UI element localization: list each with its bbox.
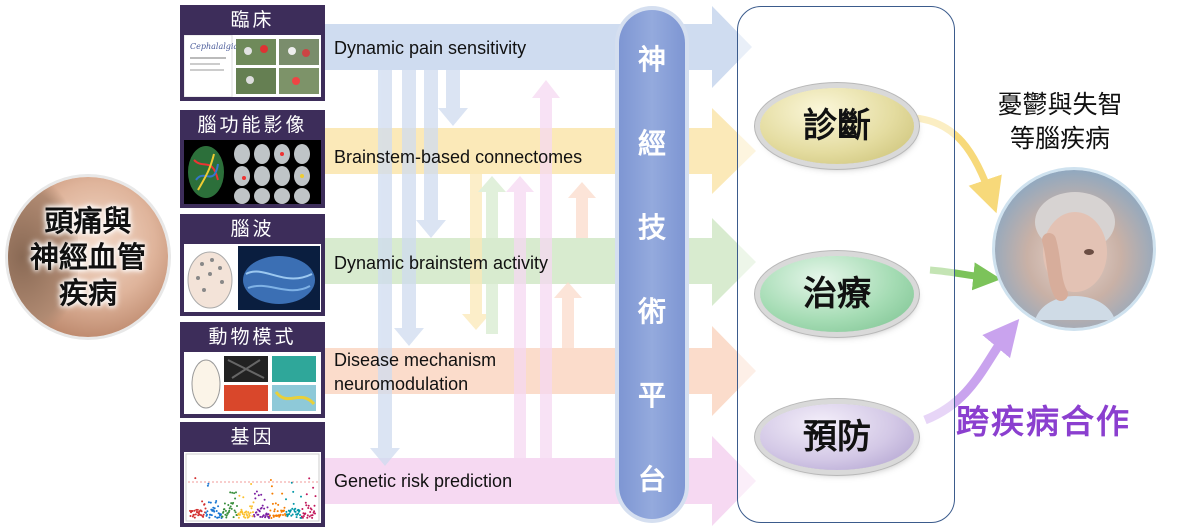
hair-shape [8, 177, 78, 337]
clinical-image: Cephalalgia [184, 35, 321, 97]
panel-title-clinical: 臨床 [230, 9, 275, 31]
imaging-image [184, 140, 321, 204]
panel-title-imaging: 腦功能影像 [197, 114, 308, 136]
brain-scans [188, 144, 310, 204]
related-title-line-1: 憂鬱與失智 [997, 90, 1123, 119]
panel-title-eeg: 腦波 [230, 218, 275, 240]
platform-char-4: 術 [637, 295, 666, 328]
headache-photo: 頭痛與 神經血管 疾病 [8, 177, 168, 337]
elder-figure [1035, 192, 1115, 320]
panel-brain-imaging: 腦功能影像 [180, 110, 325, 208]
row-label-pain: Dynamic pain sensitivity [334, 38, 527, 58]
row-label-mechanism-line-1: Disease mechanism [334, 350, 497, 370]
neuro-tech-platform [619, 10, 685, 519]
topic-line-2: 神經血管 [29, 240, 146, 274]
genetics-image [184, 452, 321, 523]
panel-eeg: 腦波 [180, 214, 325, 316]
platform-char-3: 技 [637, 211, 666, 244]
animal-image [184, 352, 321, 414]
clinical-figure: Cephalalgia [184, 35, 319, 97]
prevention-pill: 預防 [760, 404, 914, 470]
elderly-woman-photo [995, 170, 1153, 328]
manhattan-plot [185, 453, 320, 522]
panel-genetics: 基因 [180, 422, 325, 527]
platform-char-5: 平 [637, 379, 666, 412]
topic-line-3: 疾病 [58, 276, 117, 310]
treatment-pill: 治療 [760, 256, 914, 332]
journal-name: Cephalalgia [190, 42, 238, 51]
diagnosis-pill: 診斷 [760, 88, 914, 164]
row-label-genetic: Genetic risk prediction [334, 471, 513, 491]
panel-title-animal: 動物模式 [208, 326, 297, 348]
cross-links [370, 70, 596, 466]
related-title-line-2: 等腦疾病 [1009, 124, 1110, 153]
eeg-figure [187, 246, 320, 310]
cross-disease-collaboration: 跨疾病合作 [956, 402, 1131, 441]
row-label-connectomes: Brainstem-based connectomes [334, 147, 583, 167]
platform-char-6: 台 [637, 463, 666, 496]
headache-topic-text: 頭痛與 神經血管 疾病 [8, 203, 168, 311]
topic-line-1: 頭痛與 [44, 204, 132, 238]
row-label-brainstem-activity: Dynamic brainstem activity [334, 253, 549, 273]
row-label-mechanism-line-2: neuromodulation [334, 374, 469, 394]
panel-animal-model: 動物模式 [180, 322, 325, 418]
related-diseases-title: 憂鬱與失智 等腦疾病 [975, 88, 1145, 156]
row-label-mechanism: Disease mechanism neuromodulation [334, 348, 496, 396]
platform-char-2: 經 [637, 127, 666, 160]
animal-figure [191, 356, 316, 411]
eeg-image [184, 244, 321, 312]
panel-clinical: 臨床 Cephalalgia [180, 5, 325, 101]
panel-title-genetics: 基因 [230, 426, 275, 448]
platform-char-1: 神 [637, 43, 666, 76]
